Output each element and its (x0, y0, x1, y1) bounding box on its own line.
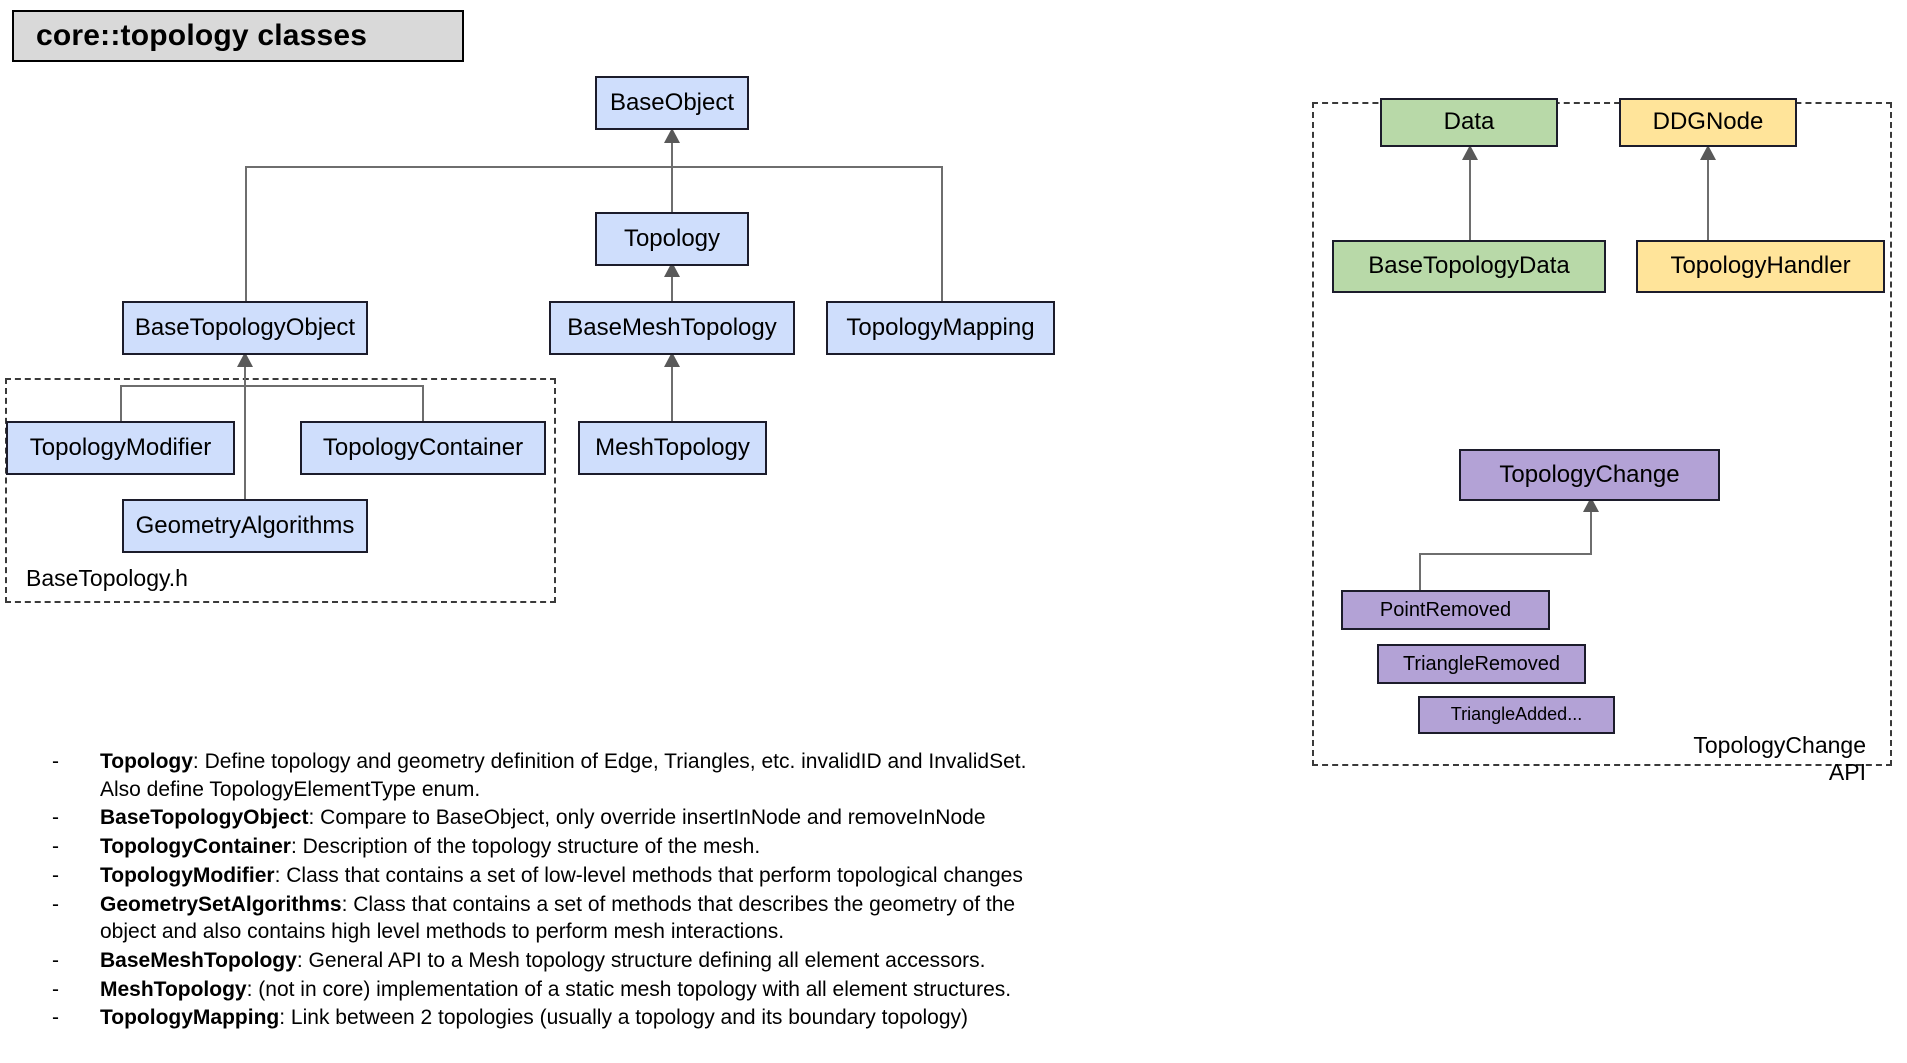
list-item-term: TopologyModifier (100, 863, 275, 887)
node-basetopologydata[interactable]: BaseTopologyData (1332, 240, 1606, 293)
list-item-text: TopologyContainer: Description of the to… (100, 833, 1062, 861)
list-item-body: : Define topology and geometry definitio… (100, 750, 1027, 801)
list-item-text: Topology: Define topology and geometry d… (100, 748, 1062, 803)
connector-elbow-vertical-top (1590, 499, 1592, 555)
connector-elbow-vertical-bottom (1419, 553, 1421, 593)
list-item-body: : Description of the topology structure … (290, 835, 761, 859)
connector-basetopologydata-to-data (1469, 147, 1471, 243)
connector-drop-topologymodifier (120, 385, 122, 423)
list-marker: - (52, 977, 59, 1001)
node-topology[interactable]: Topology (595, 212, 749, 266)
node-data[interactable]: Data (1380, 98, 1558, 147)
list-marker: - (52, 806, 59, 830)
list-item-term: Topology (100, 750, 193, 773)
list-item-text: MeshTopology: (not in core) implementati… (100, 976, 1062, 1004)
list-item: - TopologyMapping: Link between 2 topolo… (52, 1004, 1062, 1032)
list-item-term: GeometrySetAlgorithms (100, 892, 342, 916)
class-description-list: - Topology: Define topology and geometry… (52, 748, 1062, 1033)
list-item-body: : Link between 2 topologies (usually a t… (279, 1006, 969, 1030)
connector-meshtopology-to-basemeshtopology (671, 355, 673, 423)
connector-basemeshtopology-to-topology (671, 265, 673, 302)
node-basemeshtopology[interactable]: BaseMeshTopology (549, 301, 795, 355)
list-marker: - (52, 863, 59, 887)
list-item-body: : General API to a Mesh topology structu… (296, 949, 986, 973)
list-item-text: BaseTopologyObject: Compare to BaseObjec… (100, 804, 1062, 832)
node-topologychange[interactable]: TopologyChange (1459, 449, 1720, 501)
connector-bus-left-drop (245, 166, 247, 301)
node-ddgnode[interactable]: DDGNode (1619, 98, 1797, 147)
node-topologyhandler[interactable]: TopologyHandler (1636, 240, 1885, 293)
node-triangleremoved[interactable]: TriangleRemoved (1377, 644, 1586, 684)
node-geometryalgorithms[interactable]: GeometryAlgorithms (122, 499, 368, 553)
list-item-term: BaseTopologyObject (100, 806, 309, 830)
node-topologymapping[interactable]: TopologyMapping (826, 301, 1055, 355)
list-marker: - (52, 949, 59, 973)
arrowhead-baseobject (664, 128, 680, 143)
node-pointremoved[interactable]: PointRemoved (1341, 590, 1550, 630)
node-triangleadded[interactable]: TriangleAdded... (1418, 696, 1615, 734)
connector-geometryalgorithms-to-basetopologyobject (244, 355, 246, 525)
node-topologymodifier[interactable]: TopologyModifier (6, 421, 235, 475)
list-item-body: : (not in core) implementation of a stat… (246, 977, 1012, 1001)
frame-basetopology-h (5, 378, 556, 603)
connector-elbow-horizontal (1419, 553, 1592, 555)
arrowhead-ddgnode (1700, 145, 1716, 160)
connector-topology-to-baseobject (671, 130, 673, 218)
list-item: - BaseMeshTopology: General API to a Mes… (52, 947, 1062, 975)
list-item: - TopologyContainer: Description of the … (52, 833, 1062, 861)
arrowhead-basemeshtopology (664, 352, 680, 367)
frame-label-basetopology-h: BaseTopology.h (26, 565, 188, 591)
node-baseobject[interactable]: BaseObject (595, 76, 749, 130)
list-item-text: GeometrySetAlgorithms: Class that contai… (100, 891, 1062, 946)
frame-topologychange-api (1312, 102, 1892, 766)
list-item: - GeometrySetAlgorithms: Class that cont… (52, 891, 1062, 946)
list-item-text: TopologyModifier: Class that contains a … (100, 862, 1062, 890)
list-item: - BaseTopologyObject: Compare to BaseObj… (52, 804, 1062, 832)
list-marker: - (52, 750, 59, 773)
node-meshtopology[interactable]: MeshTopology (578, 421, 767, 475)
frame-label-topologychange-api: TopologyChange API (1693, 732, 1866, 785)
list-item-term: MeshTopology (100, 977, 247, 1001)
list-item: - TopologyModifier: Class that contains … (52, 862, 1062, 890)
list-item: - Topology: Define topology and geometry… (52, 748, 1062, 803)
connector-bus-right-drop (941, 166, 943, 301)
list-item-body: : Class that contains a set of methods t… (100, 892, 1016, 944)
list-item-text: TopologyMapping: Link between 2 topologi… (100, 1004, 1062, 1032)
connector-bus-basetopologyobject (120, 385, 423, 387)
list-item-term: TopologyContainer (100, 835, 291, 859)
list-item: - MeshTopology: (not in core) implementa… (52, 976, 1062, 1004)
list-item-term: BaseMeshTopology (100, 949, 297, 973)
list-item-term: TopologyMapping (100, 1006, 280, 1030)
arrowhead-basetopologyobject (237, 352, 253, 367)
arrowhead-data (1462, 145, 1478, 160)
node-basetopologyobject[interactable]: BaseTopologyObject (122, 301, 368, 355)
list-item-body: : Compare to BaseObject, only override i… (308, 806, 986, 830)
connector-topologyhandler-to-ddgnode (1707, 147, 1709, 243)
list-marker: - (52, 892, 59, 916)
list-item-body: : Class that contains a set of low-level… (274, 863, 1023, 887)
connector-bus-baseobject (245, 166, 943, 168)
connector-drop-topologycontainer (422, 385, 424, 423)
node-topologycontainer[interactable]: TopologyContainer (300, 421, 546, 475)
diagram-title: core::topology classes (12, 10, 464, 62)
list-marker: - (52, 835, 59, 859)
list-marker: - (52, 1006, 59, 1030)
list-item-text: BaseMeshTopology: General API to a Mesh … (100, 947, 1062, 975)
